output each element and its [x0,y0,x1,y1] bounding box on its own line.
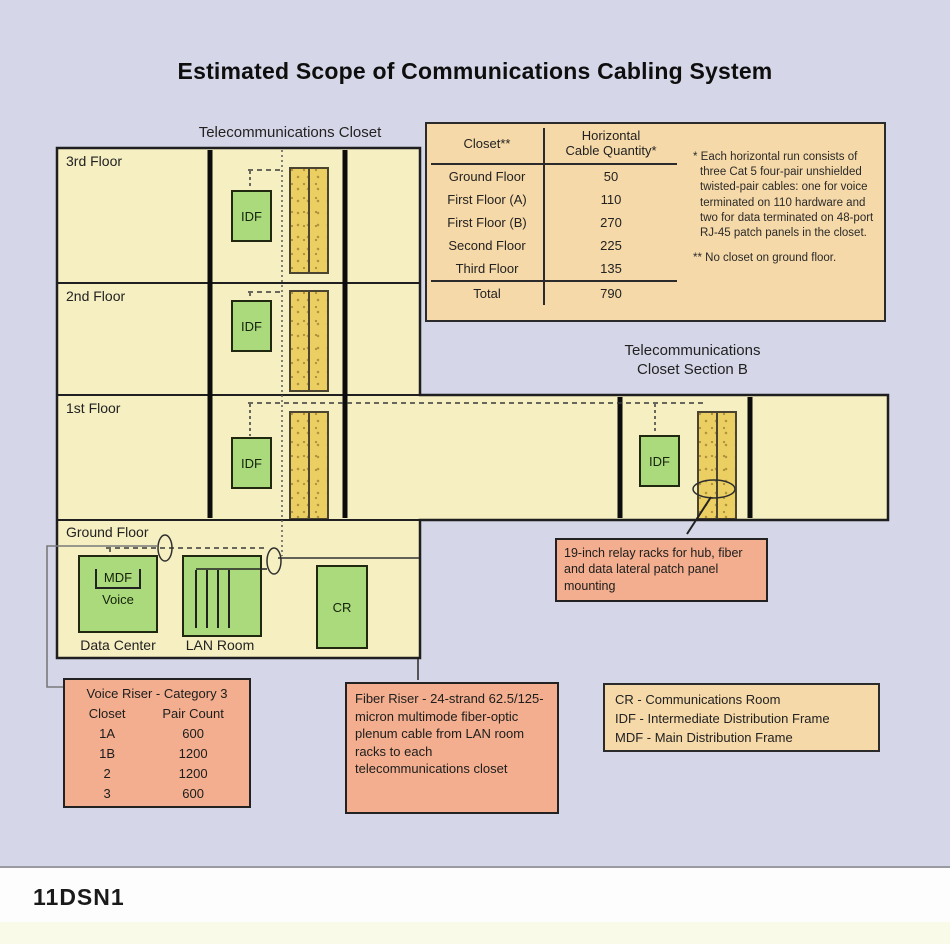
cr-label: CR [332,599,352,615]
table-total-row: Total 790 [431,280,677,305]
telecom-closet-label: Telecommunications Closet [198,124,382,141]
voice-riser-row: 1A 600 [99,726,204,741]
table-row: Third Floor 135 [431,257,677,280]
lan-room-box [182,555,262,637]
riser-cable-column-1st [289,411,329,520]
voice-riser-row: 1B 1200 [99,746,208,761]
footnote-1: * Each horizontal run consists of three … [693,151,874,239]
idf-box-section-b: IDF [639,435,680,487]
figure-title: Estimated Scope of Communications Cablin… [177,58,773,84]
quantity-column-header: Horizontal Cable Quantity* [565,128,657,158]
floor-label-2nd: 2nd Floor [66,288,126,304]
lan-room-label: LAN Room [185,637,255,653]
relay-racks-callout: 19-inch relay racks for hub, fiber and d… [555,538,768,602]
footnotes: * Each horizontal run consists of three … [693,150,877,276]
table-row: Ground Floor 50 [431,165,677,188]
floor-label-1st: 1st Floor [66,400,121,416]
floor-label-3rd: 3rd Floor [66,153,123,169]
floor-1-wing-area [57,395,888,520]
table-row: First Floor (A) 110 [431,188,677,211]
telecom-closet-section-b-label: Telecommunications Closet Section B [595,342,790,380]
idf-label: IDF [649,453,670,469]
table-row: Second Floor 225 [431,234,677,257]
voice-riser-row: 2 1200 [103,766,208,781]
voice-label: Voice [102,592,134,607]
legend-entry-idf: IDF - Intermediate Distribution Frame [615,710,830,726]
footnote-2: ** No closet on ground floor. [693,252,837,265]
data-center-box: MDF Voice [78,555,158,633]
idf-box-2nd-floor: IDF [231,300,272,352]
section-b-label-line1: Telecommunications [624,342,761,359]
table-body: Ground Floor 50 First Floor (A) 110 Firs… [431,165,677,305]
idf-label: IDF [241,455,262,471]
closet-column-header: Closet** [431,128,545,163]
voice-riser-header-row: Closet Pair Count [88,706,224,721]
cable-quantity-table: Closet** Horizontal Cable Quantity* Grou… [431,128,677,305]
riser-cable-column-2nd [289,290,329,392]
idf-label: IDF [241,208,262,224]
communications-room-box: CR [316,565,368,649]
abbreviation-legend: CR - Communications Room IDF - Intermedi… [603,683,880,752]
idf-box-1st-floor: IDF [231,437,272,489]
cable-quantity-panel: Closet** Horizontal Cable Quantity* Grou… [425,122,886,322]
voice-riser-row: 3 600 [103,786,204,801]
idf-box-3rd-floor: IDF [231,190,272,242]
figure-id: 11DSN1 [33,884,125,910]
riser-cable-column-section-b [697,411,737,520]
legend-entry-cr: CR - Communications Room [615,692,781,707]
fiber-riser-callout: Fiber Riser - 24-strand 62.5/125-micron … [345,682,559,814]
bottom-divider-line [0,866,950,868]
voice-riser-title: Voice Riser - Category 3 [86,686,228,701]
legend-entry-mdf: MDF - Main Distribution Frame [615,729,793,745]
data-center-label: Data Center [80,637,156,653]
floor-label-ground: Ground Floor [66,524,149,540]
bottom-white-strip [0,868,950,922]
section-b-label-line2: Closet Section B [637,360,748,378]
riser-cable-column-3rd [289,167,329,274]
idf-label: IDF [241,318,262,334]
table-header-row: Closet** Horizontal Cable Quantity* [431,128,677,165]
bottom-yellow-strip [0,922,950,944]
mdf-frame: MDF [94,569,142,589]
voice-riser-callout: Voice Riser - Category 3 Closet Pair Cou… [63,678,251,808]
table-row: First Floor (B) 270 [431,211,677,234]
